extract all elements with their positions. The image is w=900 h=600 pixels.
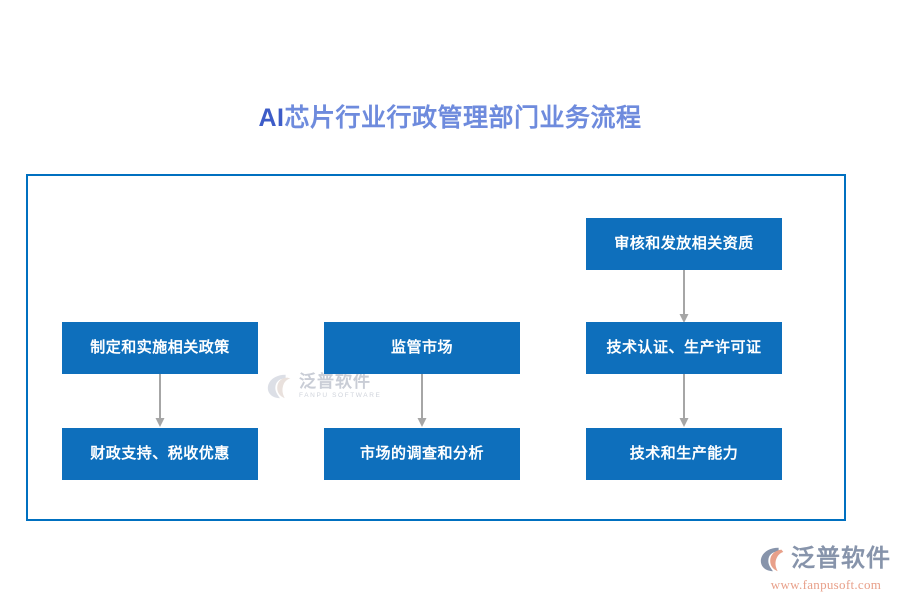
brand-logo-row: 泛普软件 — [758, 544, 894, 574]
fanpu-logo-icon — [267, 374, 291, 399]
arrow-policy-make-to-finance — [153, 374, 167, 428]
center-watermark-cn: 泛普软件 — [299, 371, 371, 391]
arrow-down-icon — [155, 374, 165, 427]
node-market-regulate[interactable]: 监管市场 — [324, 322, 520, 374]
node-qual-review[interactable]: 审核和发放相关资质 — [586, 218, 782, 270]
arrow-down-icon — [679, 374, 689, 427]
node-qual-capacity[interactable]: 技术和生产能力 — [586, 428, 782, 480]
page-title-rest: 芯片行业行政管理部门业务流程 — [284, 104, 642, 132]
brand-logo: 泛普软件 www.fanpusoft.com — [758, 544, 894, 592]
node-qual-cert[interactable]: 技术认证、生产许可证 — [586, 322, 782, 374]
fanpu-logo-icon — [760, 547, 784, 572]
page-title: AI芯片行业行政管理部门业务流程 — [0, 98, 900, 134]
brand-logo-cn: 泛普软件 — [791, 545, 891, 572]
diagram-frame — [26, 174, 846, 521]
node-policy-finance[interactable]: 财政支持、税收优惠 — [62, 428, 258, 480]
node-market-research[interactable]: 市场的调查和分析 — [324, 428, 520, 480]
center-watermark-en: FANPU SOFTWARE — [299, 391, 382, 399]
arrow-market-regulate-to-research — [415, 374, 429, 428]
center-watermark-text: 泛普软件 FANPU SOFTWARE — [299, 371, 382, 400]
arrow-down-icon — [417, 374, 427, 427]
arrow-down-icon — [679, 270, 689, 323]
arrow-qual-cert-to-capacity — [677, 374, 691, 428]
node-policy-make[interactable]: 制定和实施相关政策 — [62, 322, 258, 374]
arrow-qual-review-to-cert — [677, 270, 691, 324]
page-title-prefix: AI — [258, 104, 285, 132]
center-watermark: 泛普软件 FANPU SOFTWARE — [265, 364, 397, 408]
brand-logo-url: www.fanpusoft.com — [770, 577, 882, 592]
